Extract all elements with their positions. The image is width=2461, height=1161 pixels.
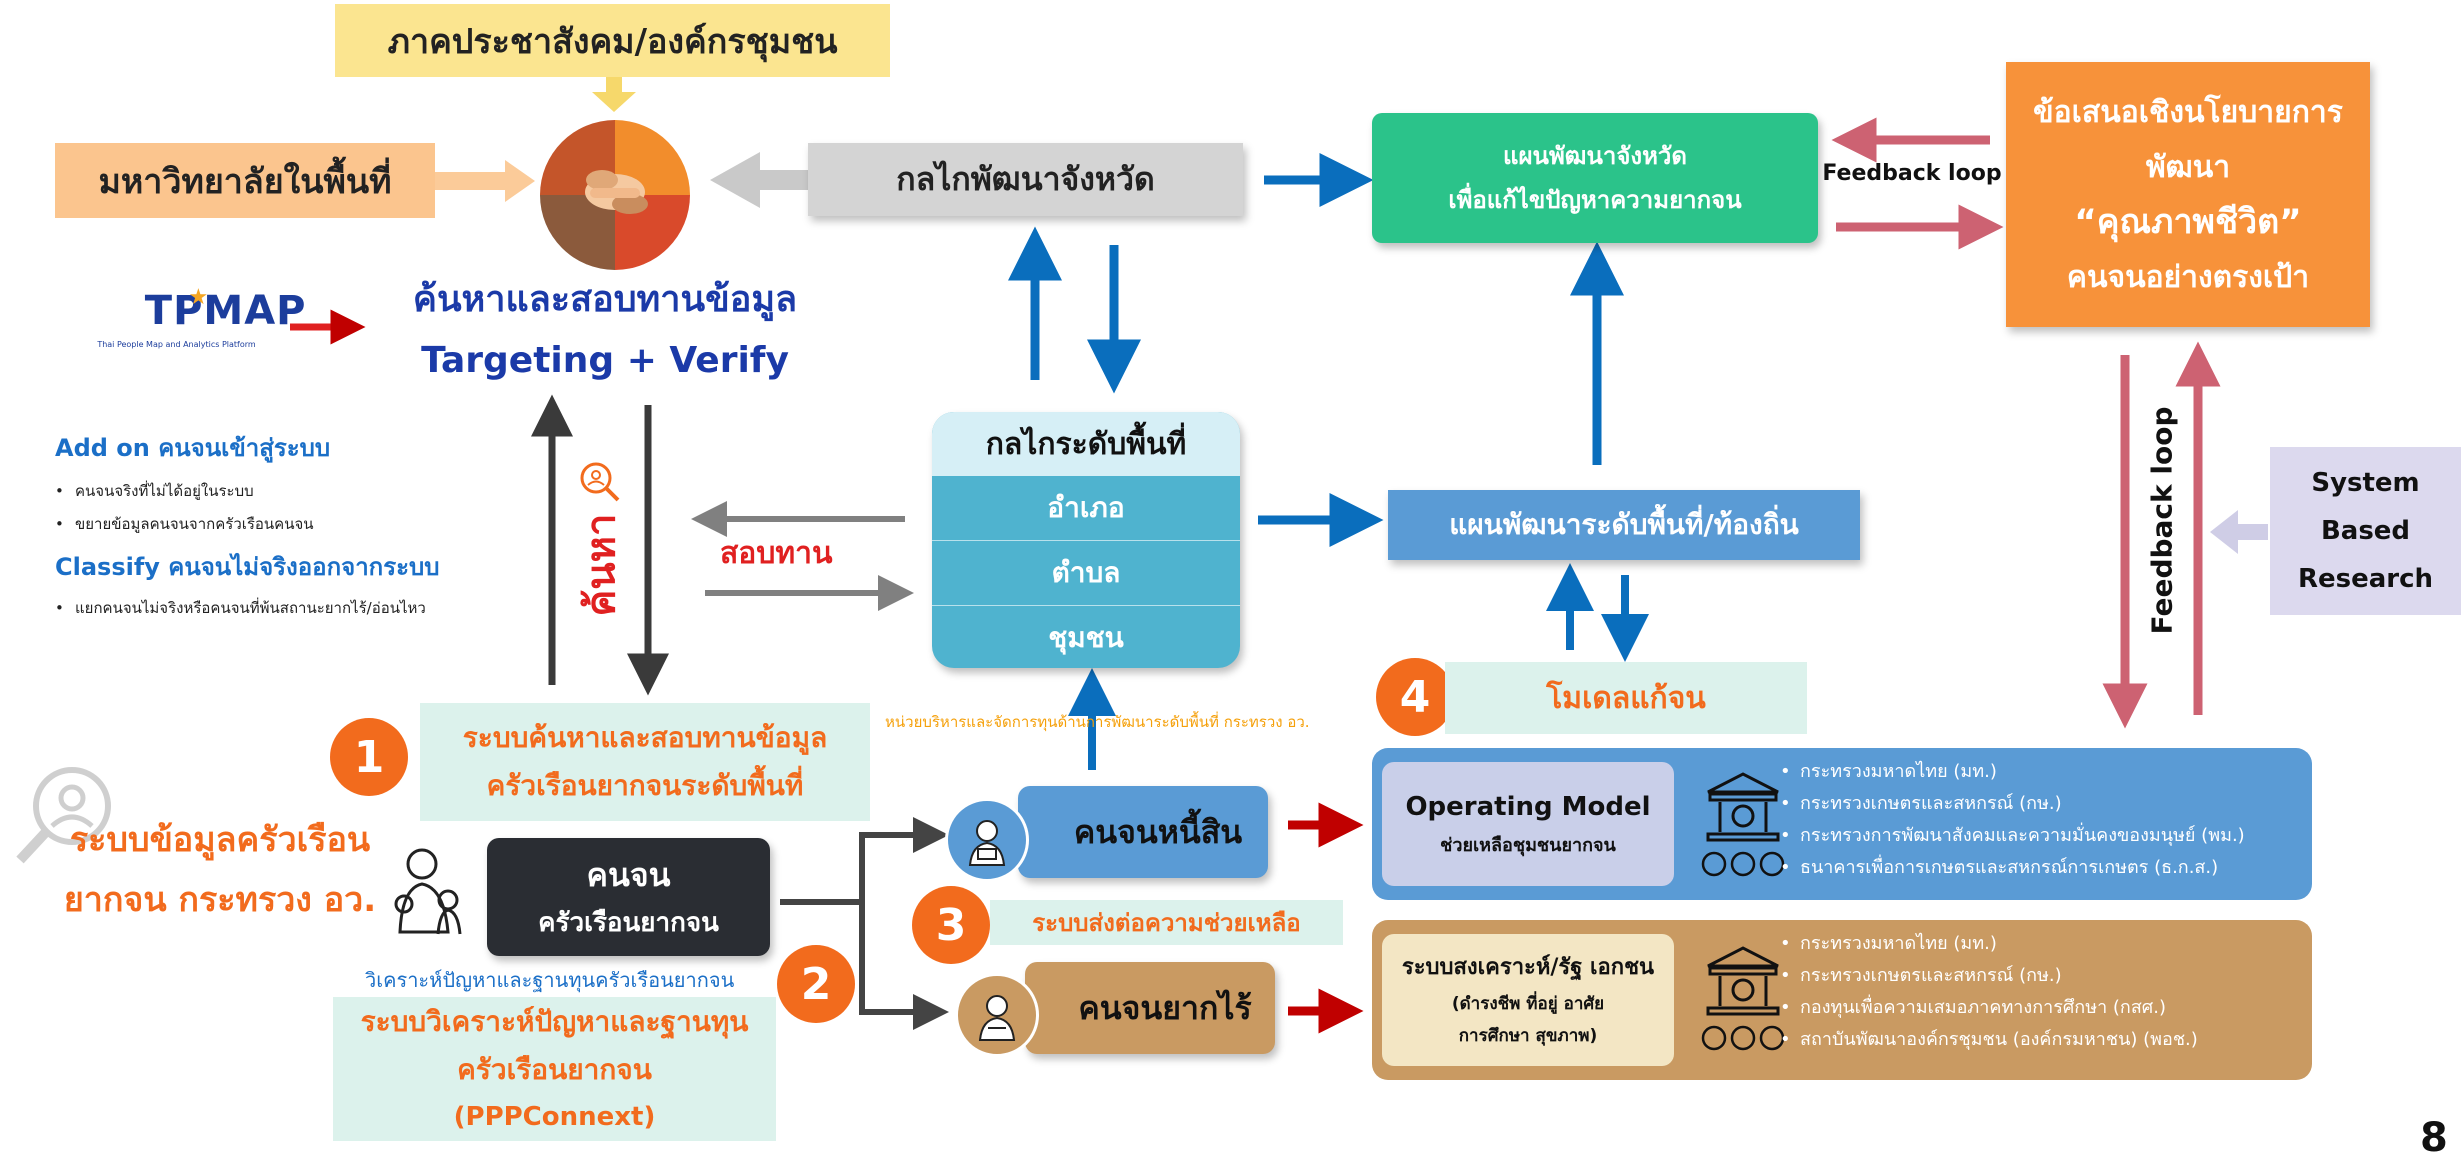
operating-model-item: กระทรวงมหาดไทย (มท.) — [1780, 756, 2245, 788]
search-verify-subtitle: Targeting + Verify — [421, 340, 789, 381]
destitute-avatar-icon — [955, 973, 1039, 1057]
classify-item: แยกคนจนไม่จริงหรือคนจนที่พ้นสถานะยากไร้/… — [55, 592, 535, 625]
step-1-badge: 1 — [330, 718, 408, 796]
tpmap-star-icon: ★ — [188, 284, 209, 310]
welfare-item: สถาบันพัฒนาองค์กรชุมชน (องค์กรมหาชน) (พอ… — [1780, 1024, 2198, 1056]
provincial-plan-box: แผนพัฒนาจังหวัด เพื่อแก้ไขปัญหาความยากจน — [1372, 113, 1818, 243]
search-verify-title: ค้นหาและสอบทานข้อมูล — [412, 279, 798, 320]
feedback-loop-horizontal-label: Feedback loop — [1822, 161, 2002, 186]
civil-society-label: ภาคประชาสังคม/องค์กรชุมชน — [387, 21, 838, 62]
welfare-box: ระบบสงเคราะห์/รัฐ เอกชน (ดำรงชีพ ที่อยู่… — [1382, 934, 1674, 1066]
magnifier-person-icon — [578, 460, 622, 504]
tpmap-subtitle: Thai People Map and Analytics Platform — [97, 340, 256, 349]
operating-model-panel: Operating Model ช่วยเหลือชุมชนยากจน กระท… — [1372, 748, 2312, 900]
step-4-badge: 4 — [1376, 658, 1454, 736]
area-mechanism-box: กลไกระดับพื้นที่ อำเภอ ตำบล ชุมชน — [932, 412, 1240, 668]
policy-box: ข้อเสนอเชิงนโยบายการ พัฒนา “คุณภาพชีวิต”… — [2006, 62, 2370, 327]
university-label: มหาวิทยาลัยในพื้นที่ — [98, 161, 392, 202]
area-level-community: ชุมชน — [1048, 621, 1124, 654]
welfare-list: กระทรวงมหาดไทย (มท.) กระทรวงเกษตรและสหกร… — [1780, 928, 2198, 1056]
operating-model-list: กระทรวงมหาดไทย (มท.) กระทรวงเกษตรและสหกร… — [1780, 756, 2245, 884]
arrow-civil-to-hands — [592, 76, 636, 112]
provincial-plan-line2: เพื่อแก้ไขปัญหาความยากจน — [1448, 186, 1742, 214]
welfare-panel: ระบบสงเคราะห์/รัฐ เอกชน (ดำรงชีพ ที่อยู่… — [1372, 920, 2312, 1080]
policy-line3: “คุณภาพชีวิต” — [2074, 201, 2302, 242]
add-on-heading: Add on คนจนเข้าสู่ระบบ — [55, 434, 331, 462]
page-number: 8 — [2420, 1115, 2448, 1161]
feedback-loop-vertical-label: Feedback loop — [2145, 405, 2179, 635]
area-mechanism-caption: หน่วยบริหารและจัดการทุนด้านการพัฒนาระดับ… — [885, 713, 1310, 731]
step-3-box: ระบบส่งต่อความช่วยเหลือ — [990, 900, 1343, 945]
analysis-box: ระบบวิเคราะห์ปัญหาและฐานทุน ครัวเรือนยาก… — [333, 997, 776, 1141]
civil-society-box: ภาคประชาสังคม/องค์กรชุมชน — [335, 4, 890, 77]
building-people-icon — [1698, 770, 1788, 880]
add-on-item: คนจนจริงที่ไม่ได้อยู่ในระบบ — [55, 475, 535, 508]
household-system-title: ระบบข้อมูลครัวเรือน ยากจน กระทรวง อว. — [63, 820, 377, 920]
classify-list: แยกคนจนไม่จริงหรือคนจนที่พ้นสถานะยากไร้/… — [55, 592, 535, 625]
debtor-box: คนจนหนี้สิน — [1018, 786, 1268, 878]
policy-line2: พัฒนา — [2145, 149, 2231, 185]
provincial-mechanism-label: กลไกพัฒนาจังหวัด — [896, 160, 1155, 198]
search-person-watermark-icon — [10, 760, 120, 870]
add-on-list: คนจนจริงที่ไม่ได้อยู่ในระบบ ขยายข้อมูลคน… — [55, 475, 535, 541]
add-on-block: Add on คนจนเข้าสู่ระบบ คนจนจริงที่ไม่ได้… — [55, 428, 535, 625]
operating-model-box: Operating Model ช่วยเหลือชุมชนยากจน — [1382, 762, 1674, 886]
search-vertical-label: ค้นหา — [578, 513, 624, 617]
tpmap-logo-text: TPMAP — [144, 288, 307, 334]
area-level-subdistrict: ตำบล — [932, 541, 1240, 606]
welfare-item: กระทรวงมหาดไทย (มท.) — [1780, 928, 2198, 960]
operating-model-item: กระทรวงการพัฒนาสังคมและความมั่นคงของมนุษ… — [1780, 820, 2245, 852]
local-plan-box: แผนพัฒนาระดับพื้นที่/ท้องถิ่น — [1388, 490, 1860, 560]
analysis-caption: วิเคราะห์ปัญหาและฐานทุนครัวเรือนยากจน — [365, 968, 735, 992]
welfare-item: กองทุนเพื่อความเสมอภาคทางการศึกษา (กสศ.) — [1780, 992, 2198, 1024]
add-on-item: ขยายข้อมูลคนจนจากครัวเรือนคนจน — [55, 508, 535, 541]
research-box: System Based Research — [2270, 447, 2461, 615]
area-mechanism-title: กลไกระดับพื้นที่ — [932, 412, 1240, 476]
building-people-icon — [1698, 944, 1788, 1054]
provincial-mechanism-box: กลไกพัฒนาจังหวัด — [808, 143, 1243, 216]
welfare-item: กระทรวงเกษตรและสหกรณ์ (กษ.) — [1780, 960, 2198, 992]
tpmap-logo: TPMAP ★ Thai People Map and Analytics Pl… — [74, 284, 305, 360]
family-icon — [382, 842, 474, 942]
verify-label: สอบทาน — [720, 536, 833, 571]
classify-heading: Classify คนจนไม่จริงออกจากระบบ — [55, 553, 440, 581]
university-box: มหาวิทยาลัยในพื้นที่ — [55, 143, 435, 218]
step-4-box: โมเดลแก้จน — [1445, 662, 1807, 734]
destitute-box: คนจนยากไร้ — [1025, 962, 1275, 1054]
poor-household-box: คนจน ครัวเรือนยากจน — [487, 838, 770, 956]
area-level-district: อำเภอ — [932, 476, 1240, 541]
policy-line1: ข้อเสนอเชิงนโยบายการ — [2033, 94, 2343, 130]
policy-line4: คนจนอย่างตรงเป้า — [2066, 259, 2310, 295]
step-3-badge: 3 — [912, 886, 990, 964]
provincial-plan-line1: แผนพัฒนาจังหวัด — [1503, 142, 1687, 170]
step-2-badge: 2 — [777, 945, 855, 1023]
operating-model-item: กระทรวงเกษตรและสหกรณ์ (กษ.) — [1780, 788, 2245, 820]
operating-model-item: ธนาคารเพื่อการเกษตรและสหกรณ์การเกษตร (ธ.… — [1780, 852, 2245, 884]
debtor-avatar-icon — [945, 798, 1029, 882]
arrow-mechanism-to-hands — [710, 152, 810, 208]
step-1-box: ระบบค้นหาและสอบทานข้อมูล ครัวเรือนยากจนร… — [420, 703, 870, 821]
hands-circle-icon — [540, 120, 690, 270]
